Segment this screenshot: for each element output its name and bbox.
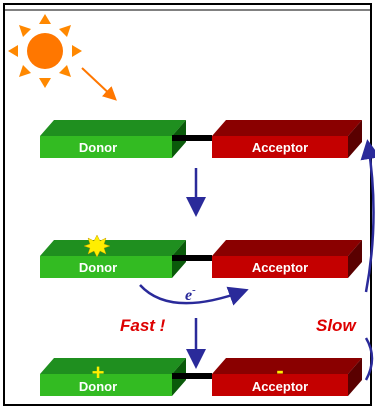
acceptor-block-1: Acceptor [212, 120, 362, 158]
donor-label: Donor [79, 379, 117, 394]
acceptor-label: Acceptor [252, 379, 308, 394]
bridge-connector [172, 135, 212, 141]
slow-label: Slow [316, 316, 357, 335]
positive-charge-mark: + [92, 360, 105, 385]
bridge-connector [172, 255, 212, 261]
fast-label: Fast ! [120, 316, 166, 335]
excitation-burst-icon [83, 234, 111, 258]
acceptor-label: Acceptor [252, 260, 308, 275]
sun-icon [8, 14, 82, 88]
recombination-arc-lower [364, 337, 374, 381]
bridge-connector [172, 373, 212, 379]
recombination-arrow [360, 139, 375, 293]
acceptor-block-2: Acceptor [212, 240, 362, 278]
donor-label: Donor [79, 140, 117, 155]
donor-block-1: Donor [40, 120, 186, 158]
acceptor-block-3: - Acceptor [212, 358, 362, 396]
donor-block-3: + Donor [40, 358, 186, 396]
donor-label: Donor [79, 260, 117, 275]
electron-transfer-arrow [139, 284, 249, 306]
electron-label: e- [185, 284, 196, 304]
outer-border [3, 3, 372, 406]
light-ray-arrow [81, 67, 117, 101]
donor-block-2: Donor [40, 234, 186, 278]
acceptor-label: Acceptor [252, 140, 308, 155]
negative-charge-mark: - [276, 358, 283, 383]
